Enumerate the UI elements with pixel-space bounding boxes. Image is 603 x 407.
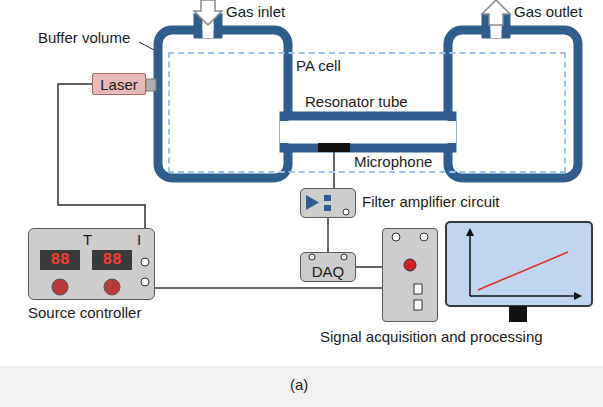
- daq-box: DAQ: [300, 252, 356, 282]
- gas-inlet-label: Gas inlet: [226, 3, 285, 20]
- filter-amplifier-box: Filter amplifier circuit: [300, 188, 356, 218]
- text-holder: 88: [92, 250, 132, 270]
- text-holder: Laser: [100, 76, 138, 94]
- text-holder: Buffer volume: [38, 29, 130, 47]
- text-holder: Resonator tube: [305, 93, 408, 111]
- text-holder: Gas inlet: [226, 3, 285, 21]
- part-label: Buffer volume: [38, 29, 130, 46]
- node-label: Filter amplifier circuit: [362, 193, 500, 210]
- wire: [356, 266, 382, 268]
- wire: [333, 152, 335, 188]
- laser-box: Laser: [92, 73, 146, 95]
- pa-cell-region: PA cellMicrophone: [168, 52, 566, 173]
- node-label: PA cell: [296, 57, 341, 74]
- node-label: Microphone: [354, 153, 432, 170]
- source-controller: TISource controller: [28, 228, 155, 300]
- signal-acquisition-box: Signal acquisition and processing: [382, 228, 438, 322]
- wire: [58, 84, 145, 228]
- text-holder: Gas outlet: [514, 3, 582, 21]
- node-label: I: [137, 231, 141, 248]
- node-label: T: [83, 231, 92, 248]
- text-holder: T: [83, 231, 92, 249]
- microphone: Microphone: [318, 143, 350, 152]
- text-holder: Filter amplifier circuit: [362, 193, 500, 211]
- text-holder: (a): [290, 376, 308, 394]
- part-label: Resonator tube: [305, 93, 408, 110]
- display-digits: 88: [102, 250, 121, 270]
- node-label: Source controller: [28, 304, 141, 321]
- panel-label: (a): [290, 376, 308, 393]
- node-label: DAQ: [312, 263, 345, 280]
- display-digits: 88: [50, 250, 69, 270]
- text-holder: Source controller: [28, 304, 141, 322]
- node-label: Signal acquisition and processing: [320, 328, 543, 345]
- node-label: Laser: [100, 76, 138, 93]
- text-holder: PA cell: [296, 57, 341, 75]
- text-holder: 88: [40, 250, 80, 270]
- wire: [155, 287, 382, 289]
- text-holder: Signal acquisition and processing: [320, 328, 543, 346]
- text-holder: I: [137, 231, 141, 249]
- gas-outlet-label: Gas outlet: [514, 3, 582, 20]
- text-holder: Microphone: [354, 153, 432, 171]
- text-holder: DAQ: [312, 263, 345, 281]
- wire: [327, 218, 329, 252]
